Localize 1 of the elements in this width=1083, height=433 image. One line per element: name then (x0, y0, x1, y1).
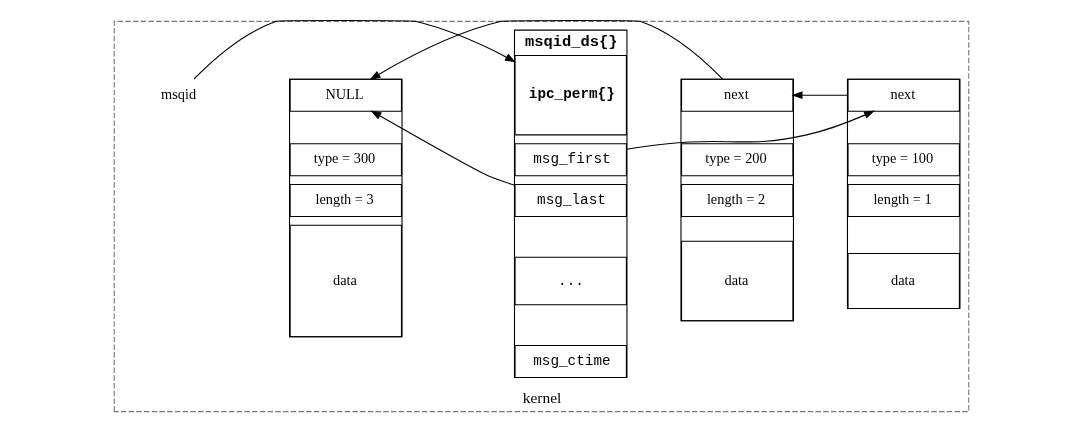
node-text: msqid (161, 85, 197, 102)
